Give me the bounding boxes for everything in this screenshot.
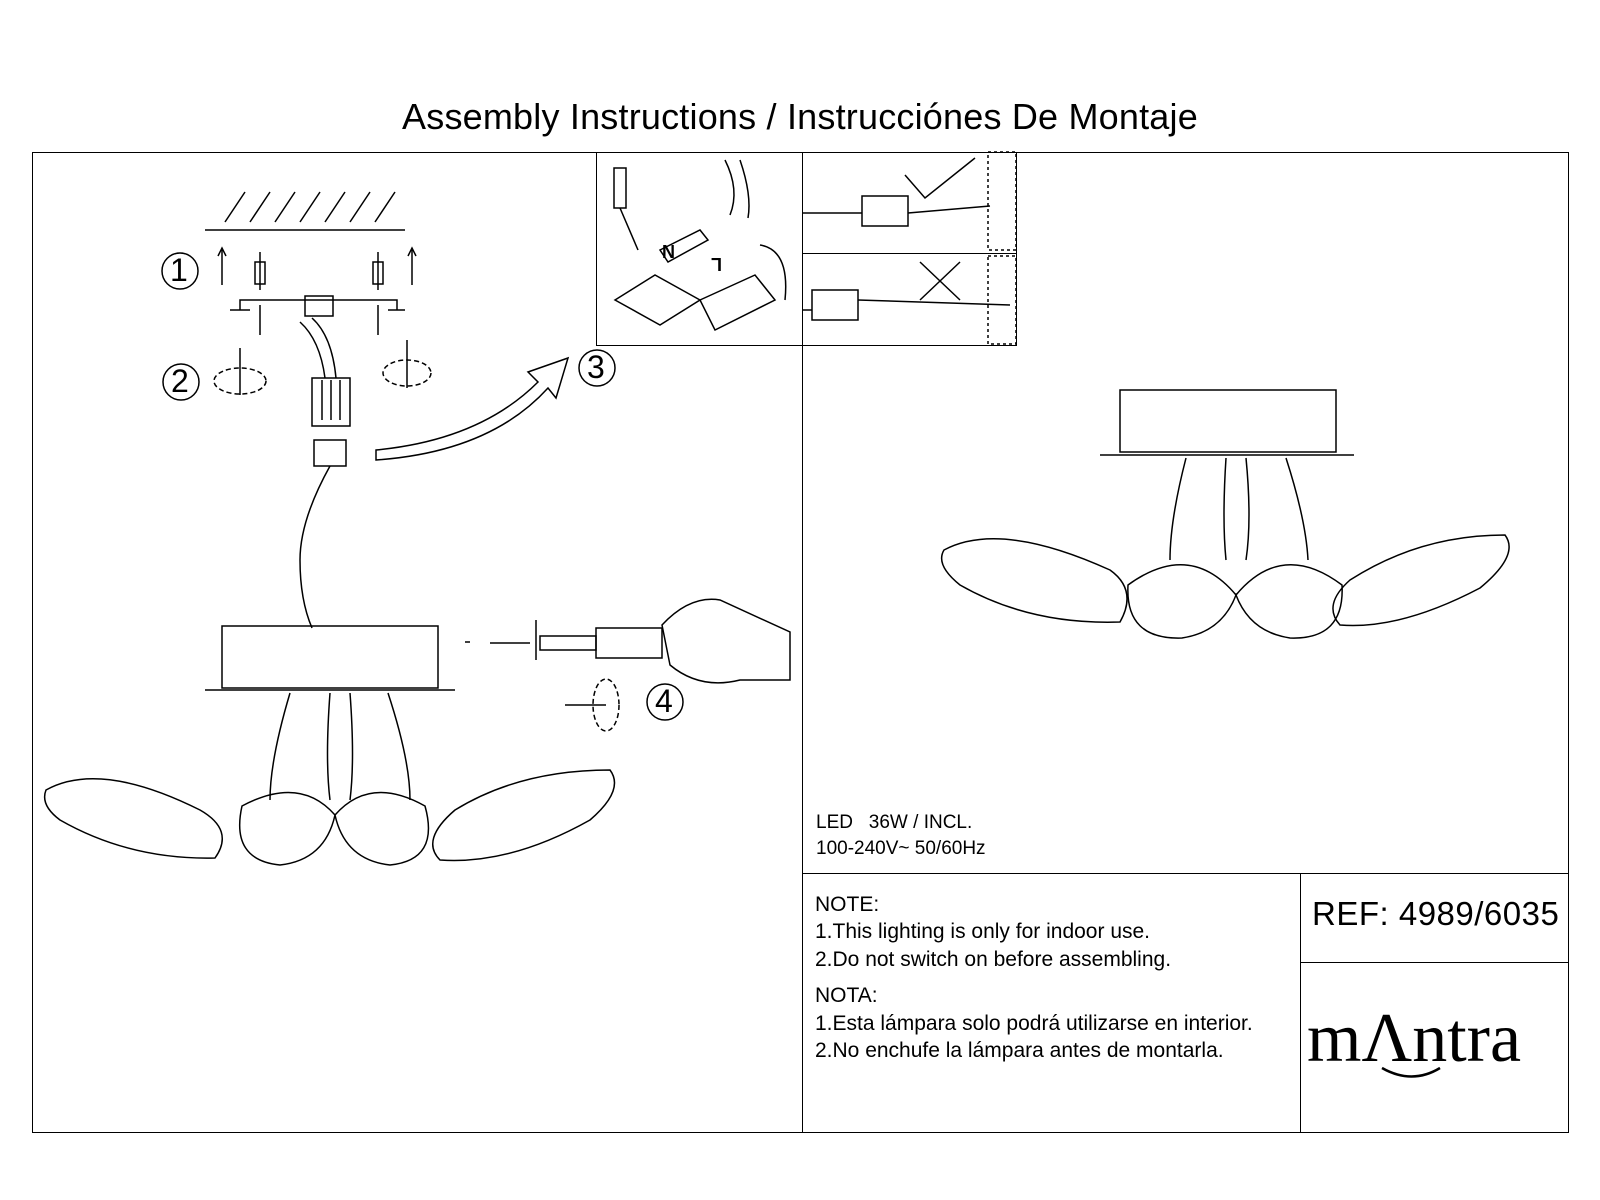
note-item-en-2: 2.Do not switch on before assembling. <box>815 948 1172 971</box>
inset-divider <box>596 152 597 346</box>
step4-circle <box>646 683 684 721</box>
page-title: Assembly Instructions / Instrucciónes De… <box>402 96 1198 137</box>
note-item-en-1: 1.This lighting is only for indoor use. <box>815 920 1151 943</box>
note-heading-en: NOTE: <box>815 893 880 916</box>
step-2-number: 2 <box>171 363 189 399</box>
note-heading-es: NOTA: <box>815 984 878 1007</box>
rotate-arrow-icon <box>213 340 432 395</box>
terminal-block-icon <box>613 159 787 332</box>
step1-circle <box>161 252 199 290</box>
step-4-number: 4 <box>655 683 673 719</box>
lamp-fixture-right <box>940 389 1510 639</box>
inset-right <box>1016 152 1017 346</box>
mounting-bracket-icon <box>230 295 405 335</box>
step-3-number: 3 <box>587 349 605 385</box>
lamp-fixture-left <box>43 625 616 866</box>
notes-top <box>802 873 1569 874</box>
svg-text:mΛntra: mΛntra <box>1307 1000 1521 1077</box>
step-1-number: 1 <box>170 252 188 288</box>
inset-mid <box>802 253 1016 254</box>
power-cable-icon <box>299 317 351 629</box>
spec-power: LED 36W / INCL. <box>816 812 973 833</box>
step4-rotate-icon <box>565 678 620 732</box>
live-label: L <box>711 254 722 274</box>
brand-logo: mΛntra <box>1305 995 1565 1095</box>
ceiling-icon <box>205 191 405 231</box>
wrong-connection-icon <box>802 255 1017 345</box>
logo-smile-icon <box>1381 1066 1441 1078</box>
step3-circle <box>578 349 616 387</box>
notes-divider <box>1300 873 1301 1133</box>
step3-arrow-icon <box>375 356 570 461</box>
center-divider <box>802 152 803 1133</box>
mantra-logo-icon: mΛntra <box>1307 1000 1521 1077</box>
reference-number: REF: 4989/6035 <box>1312 895 1560 932</box>
ref-bottom <box>1300 962 1569 963</box>
note-item-es-2: 2.No enchufe la lámpara antes de montarl… <box>815 1039 1224 1062</box>
spec-voltage: 100-240V~ 50/60Hz <box>816 838 986 859</box>
step2-circle <box>162 363 200 401</box>
instruction-frame <box>32 152 1569 1133</box>
screwdriver-icon <box>465 598 791 684</box>
note-item-es-1: 1.Esta lámpara solo podrá utilizarse en … <box>815 1012 1253 1035</box>
wall-anchor-icon <box>217 246 417 290</box>
correct-connection-icon <box>802 151 1017 251</box>
neutral-label: N <box>662 242 675 262</box>
inset-bottom <box>596 345 1016 346</box>
